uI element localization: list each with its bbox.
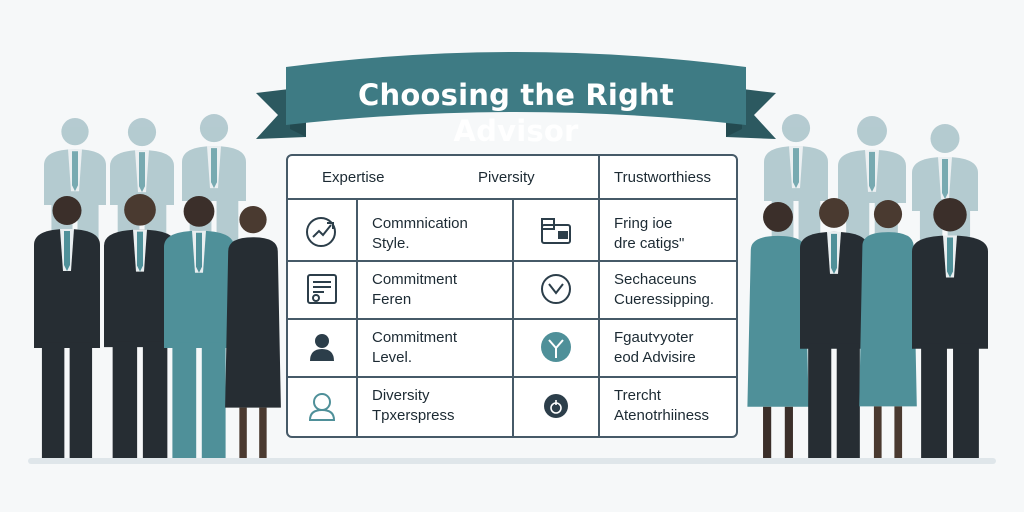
banner-title: Choosing the Right Advisor: [358, 78, 674, 148]
advisor-figure: [859, 200, 917, 458]
header-trustworthiess: Trustworthiess: [614, 169, 711, 186]
advisor-figure: [34, 196, 100, 458]
comparison-table: Expertise Piversity Trustworthiess Commn…: [286, 154, 738, 438]
person-icon: [302, 327, 342, 367]
advisor-figure: [164, 196, 234, 458]
document-certificate-icon: [302, 269, 342, 309]
column-divider: [598, 156, 600, 198]
ground-shadow: [28, 458, 996, 464]
person-outline-icon: [302, 386, 342, 426]
advisor-figure: [104, 194, 176, 458]
advisor-figure: [912, 198, 988, 458]
ribbon-shape: [256, 52, 776, 139]
column-divider: [356, 200, 358, 436]
column-divider: [512, 200, 514, 436]
advisor-figure: [747, 202, 809, 458]
advisor-figure: [225, 206, 281, 458]
header-piversity: Piversity: [478, 169, 535, 186]
header-expertise: Expertise: [322, 169, 385, 186]
title-banner: Choosing the Right Advisor: [256, 47, 776, 148]
header-divider: [288, 198, 736, 200]
advisor-figure: [800, 198, 868, 458]
shield-badge-icon: [536, 327, 576, 367]
clock-icon: [536, 386, 576, 426]
column-divider: [598, 200, 600, 436]
wallet-card-icon: [536, 211, 576, 251]
check-circle-icon: [536, 269, 576, 309]
target-arrow-icon: [302, 211, 342, 251]
